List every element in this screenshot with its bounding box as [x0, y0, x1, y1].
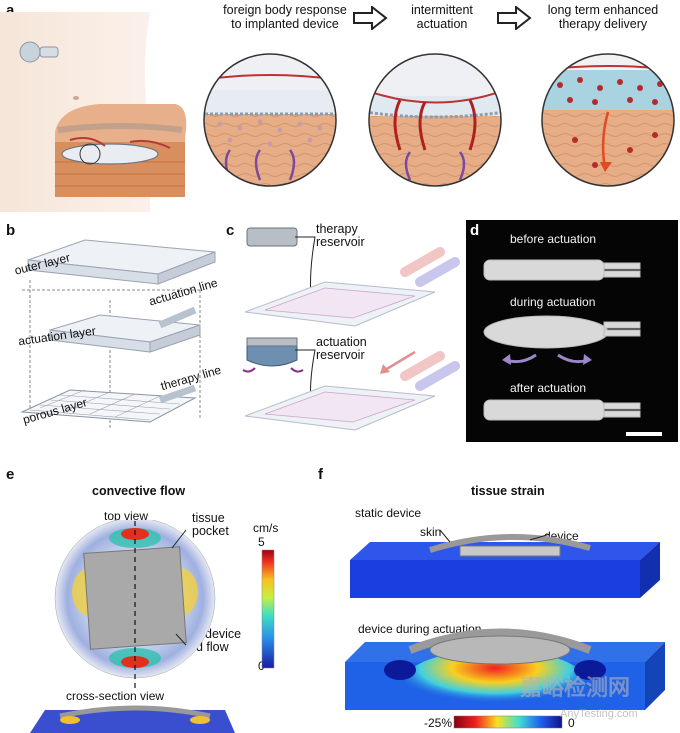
actuation-reservoir-label: actuation reservoir — [316, 335, 367, 362]
static-device-model — [350, 529, 660, 598]
tissue-pocket-label: tissue pocket — [192, 511, 229, 538]
stage1-caption: foreign body response to implanted devic… — [223, 3, 347, 31]
stage-arrow-2-icon — [497, 6, 532, 30]
actuated-device-model — [345, 628, 665, 710]
skin-label: skin — [420, 525, 442, 539]
panel-f-label: f — [318, 466, 323, 483]
tissue-block — [55, 104, 187, 197]
cross-section-label: cross-section view — [66, 689, 165, 703]
stage-arrow-1-icon — [353, 6, 388, 30]
watermark-url: AnyTesting.com — [560, 708, 638, 720]
panel-c-label: c — [226, 222, 235, 239]
reservoir-diagram — [242, 227, 460, 431]
actuation-layer-shape — [49, 306, 201, 353]
device-during-actuation-label: device during actuation — [358, 622, 482, 636]
therapy-reservoir-label: therapy reservoir — [316, 222, 365, 249]
device-top — [244, 247, 460, 327]
porous-layer-shape — [20, 384, 197, 423]
tissue-strain-title: tissue strain — [471, 484, 545, 498]
panel-b-label: b — [6, 222, 16, 239]
colorbar-max: 5 — [258, 535, 265, 549]
device-bottom — [244, 351, 460, 431]
abdomen-illustration — [0, 12, 187, 212]
during-actuation-label: during actuation — [510, 295, 596, 309]
colorbar-unit: cm/s — [253, 521, 279, 535]
cross-section-view — [30, 705, 235, 733]
after-actuation-label: after actuation — [510, 381, 587, 395]
outer-layer-shape — [27, 239, 216, 285]
panel-a-label: a — [6, 2, 15, 19]
tissue-strain-plots — [345, 529, 665, 729]
strain-colorbar — [453, 715, 563, 729]
colorbar-min: 0 — [258, 659, 265, 673]
stage3-circle — [542, 54, 674, 186]
before-actuation-label: before actuation — [510, 232, 597, 246]
convective-flow-plot — [30, 520, 275, 733]
stage-circles — [203, 53, 675, 187]
layer-stack-diagram — [20, 239, 216, 430]
stage2-caption: intermittent actuation — [411, 3, 473, 31]
panel-e-label: e — [6, 466, 15, 483]
stage2-circle — [369, 54, 501, 186]
static-device-label: static device — [355, 506, 422, 520]
scale-bar — [626, 432, 662, 436]
stage1-circle — [204, 54, 336, 186]
stage3-caption: long term enhanced therapy delivery — [547, 3, 659, 31]
watermark: 嘉峪检测网 — [520, 675, 631, 700]
flow-colorbar — [261, 549, 275, 669]
strain-max-label: 0 — [568, 716, 575, 730]
convective-flow-title: convective flow — [92, 484, 186, 498]
strain-min-label: -25% — [424, 716, 453, 730]
device-photos — [483, 259, 662, 436]
panel-d-label: d — [470, 222, 480, 239]
